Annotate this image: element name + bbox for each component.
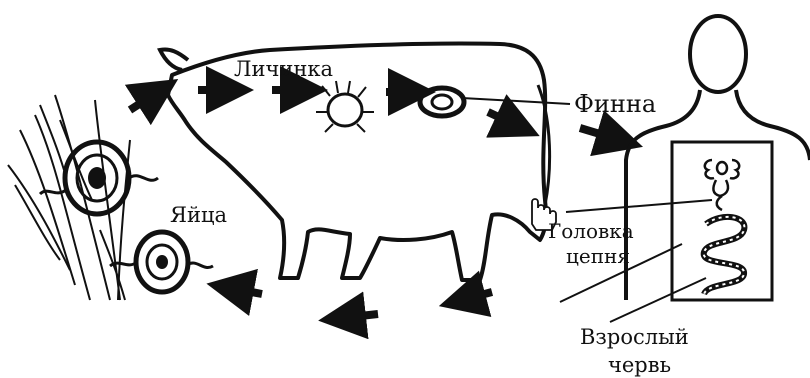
hand-pointer-icon (531, 198, 557, 231)
label-adult-line1: Взрослый (580, 325, 689, 349)
cow-illustration (157, 41, 552, 282)
arrow-in-cow-4 (486, 94, 540, 138)
adult-worm-illustration (700, 213, 748, 296)
arrow-to-eggs-3 (206, 268, 263, 317)
cycle-arrows (124, 66, 643, 340)
human-body-inset (670, 140, 774, 302)
label-head-line2: цепня (566, 244, 630, 268)
label-head-line1: Головка (548, 219, 634, 243)
grass-illustration (7, 94, 131, 301)
label-adult-line2: червь (608, 353, 671, 377)
arrow-grass-to-cow (124, 79, 179, 126)
label-leader-lines (559, 199, 713, 323)
label-eggs: Яйца (170, 203, 227, 227)
arrow-cow-to-human (578, 110, 643, 157)
egg-lower (109, 229, 214, 295)
larva-oncosphere-illustration (316, 80, 374, 133)
label-finna: Финна (574, 90, 656, 118)
scolex-illustration (703, 158, 741, 212)
egg-on-grass (38, 139, 159, 217)
arrow-to-eggs-1 (438, 270, 494, 318)
arrow-to-eggs-2 (318, 291, 379, 340)
label-larva: Личинка (234, 57, 333, 81)
human-illustration (624, 14, 810, 300)
